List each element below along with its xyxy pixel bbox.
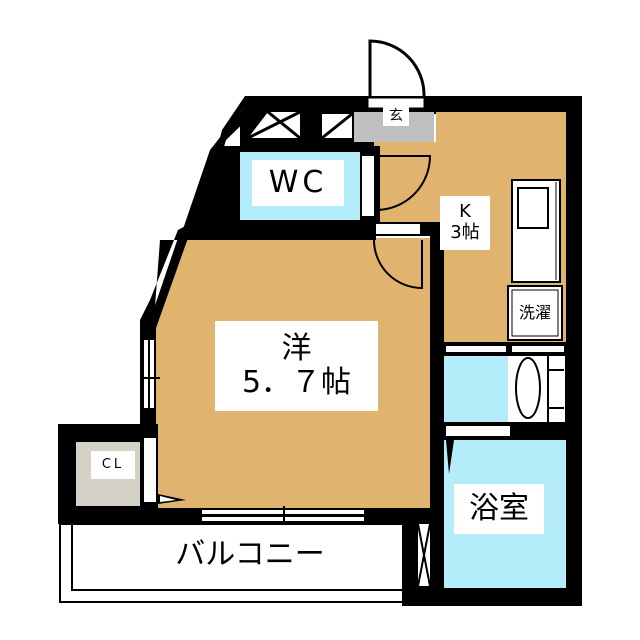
bath-label: 浴室 [454, 484, 544, 534]
kitchen-name: K [459, 201, 471, 223]
wc-label: WC [252, 160, 344, 206]
laundry-label: 洗濯 [514, 294, 556, 332]
western-room-name: 洋 [281, 330, 312, 366]
entrance-door-icon [368, 39, 426, 97]
western-room-label: 洋 5．７帖 [215, 321, 378, 411]
closet-label: CL [91, 451, 135, 479]
entrance-label: 玄 [383, 106, 409, 126]
western-room-size: 5．７帖 [241, 365, 352, 400]
kitchen-label: K 3帖 [440, 196, 490, 250]
kitchen-size: 3帖 [450, 222, 480, 243]
balcony-label: バルコニー [175, 536, 325, 572]
